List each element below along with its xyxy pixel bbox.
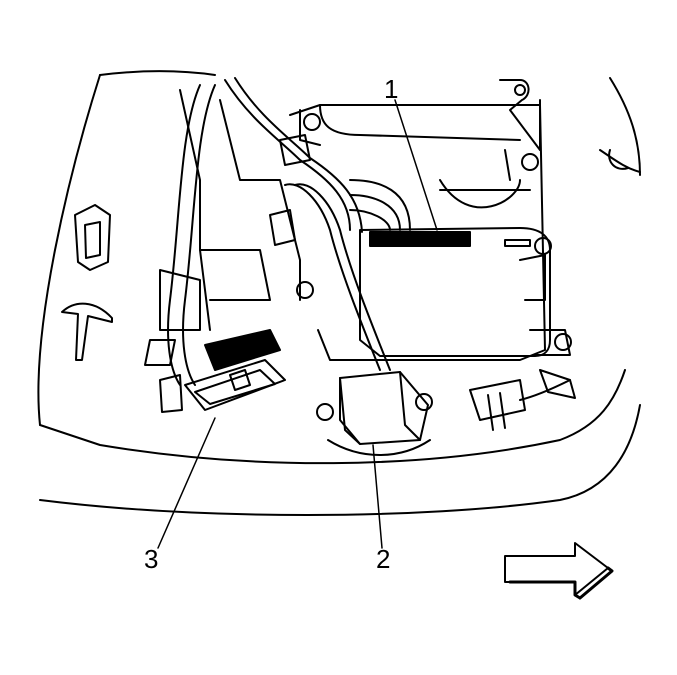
right-arrow-icon: [504, 542, 614, 600]
leader-line-1: [394, 99, 438, 231]
harness-connector: [159, 359, 286, 413]
control-module: [349, 179, 571, 357]
leader-lines: [157, 99, 438, 549]
side-connectors: [469, 369, 576, 431]
callout-label-3: 3: [144, 544, 159, 574]
mounting-bracket: [289, 79, 572, 361]
structural-frame: [144, 89, 301, 371]
retaining-clip: [61, 204, 113, 361]
leader-line-3: [157, 417, 216, 549]
body-panel: [37, 70, 641, 516]
callout-label-2: 2: [376, 544, 391, 574]
sensor-module: [316, 371, 433, 456]
wiring-harness: [167, 77, 391, 386]
callout-label-1: 1: [384, 74, 399, 104]
leader-line-2: [372, 444, 383, 549]
